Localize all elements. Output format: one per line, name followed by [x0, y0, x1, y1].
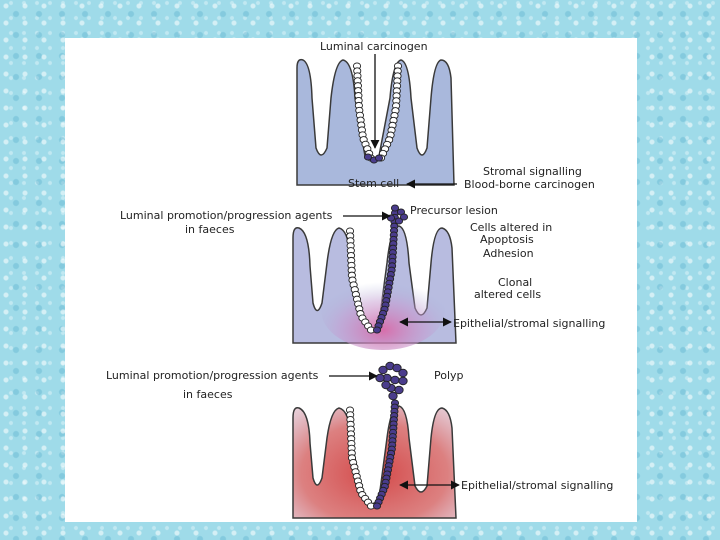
- altered-cell: [389, 392, 397, 400]
- altered-cell: [373, 327, 380, 333]
- adhesion-label: Adhesion: [483, 248, 534, 260]
- luminal-carcinogen-label: Luminal carcinogen: [320, 41, 428, 53]
- altered-cell: [400, 214, 407, 220]
- slide-panel: Luminal carcinogen Stem cell Stromal sig…: [65, 38, 637, 522]
- altered-cell: [382, 381, 390, 389]
- in-faeces-label: in faeces: [183, 389, 232, 401]
- altered-cells-label: altered cells: [474, 289, 541, 301]
- stromal-signalling-label: Stromal signalling: [483, 166, 582, 178]
- crypt-panel-1: [297, 54, 457, 185]
- altered-cell: [376, 374, 384, 382]
- luminal-promotion-label: Luminal promotion/progression agents: [106, 370, 318, 382]
- altered-cell: [364, 154, 371, 160]
- altered-cell: [399, 369, 407, 377]
- crypt-diagram: [65, 38, 637, 522]
- apoptosis-label: Apoptosis: [480, 234, 534, 246]
- blood-borne-carcinogen-label: Blood-borne carcinogen: [464, 179, 595, 191]
- polyp-label: Polyp: [434, 370, 464, 382]
- epithelial-stromal-signalling-label: Epithelial/stromal signalling: [453, 318, 605, 330]
- crypt-tissue: [293, 406, 456, 518]
- precursor-lesion-label: Precursor lesion: [410, 205, 498, 217]
- crypt-panel-3: [293, 362, 459, 518]
- altered-cell: [395, 386, 403, 394]
- altered-cell: [391, 376, 399, 384]
- crypt-panel-2: [293, 205, 456, 350]
- stem-cell-label: Stem cell: [348, 178, 399, 190]
- in-faeces-label: in faeces: [185, 224, 234, 236]
- altered-cell: [373, 503, 380, 509]
- epithelial-stromal-signalling-label: Epithelial/stromal signalling: [461, 480, 613, 492]
- altered-cell: [375, 155, 382, 161]
- luminal-promotion-label: Luminal promotion/progression agents: [120, 210, 332, 222]
- altered-cell: [399, 377, 407, 385]
